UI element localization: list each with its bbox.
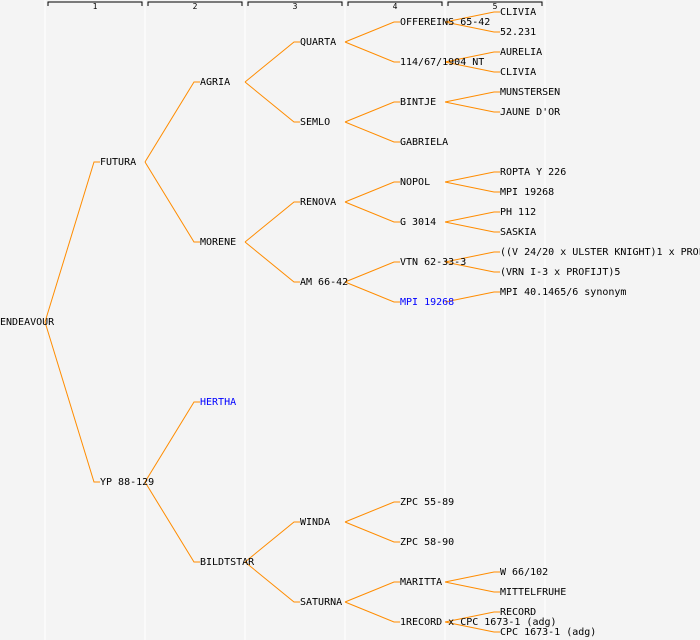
pedigree-node: SATURNA	[300, 597, 342, 608]
pedigree-node: MPI 40.1465/6 synonym	[500, 287, 626, 298]
pedigree-node: VTN 62-33-3	[400, 257, 466, 268]
pedigree-node: MITTELFRUHE	[500, 587, 566, 598]
pedigree-node: G 3014	[400, 217, 436, 228]
generation-number: 2	[193, 2, 198, 11]
pedigree-labels: ENDEAVOUR FUTURA AGRIA QUARTA OFFEREINS 65-4…	[0, 7, 700, 638]
pedigree-node: BINTJE	[400, 97, 436, 108]
pedigree-connector	[444, 101, 500, 113]
pedigree-connector	[444, 11, 500, 23]
pedigree-node: RECORD	[500, 607, 536, 618]
pedigree-connector	[144, 401, 200, 483]
pedigree-connector	[344, 601, 400, 623]
pedigree-connector	[344, 521, 400, 543]
pedigree-node: ZPC 58-90	[400, 537, 454, 548]
pedigree-connector	[444, 291, 500, 303]
pedigree-connector	[444, 181, 500, 193]
pedigree-connector	[444, 211, 500, 223]
pedigree-node: OFFEREINS 65-42	[400, 17, 490, 28]
pedigree-node: GABRIELA	[400, 137, 448, 148]
pedigree-node: PH 112	[500, 207, 536, 218]
pedigree-node: MUNSTERSEN	[500, 87, 560, 98]
pedigree-node: AM 66-42	[300, 277, 348, 288]
pedigree-connector	[444, 621, 500, 633]
pedigree-node: ENDEAVOUR	[0, 317, 55, 328]
column-bracket	[147, 1, 243, 6]
generation-number: 1	[93, 2, 98, 11]
pedigree-connector	[44, 161, 100, 323]
pedigree-node: 52.231	[500, 27, 536, 38]
pedigree-connector	[444, 581, 500, 593]
pedigree-node: YP 88-129	[100, 477, 154, 488]
pedigree-connector	[444, 171, 500, 183]
pedigree-node-link[interactable]: MPI 19268	[400, 297, 454, 308]
pedigree-connector	[244, 81, 300, 123]
pedigree-node: NOPOL	[400, 177, 430, 188]
pedigree-connector	[444, 221, 500, 233]
pedigree-node: MORENE	[200, 237, 236, 248]
pedigree-connector	[344, 181, 400, 203]
pedigree-connector	[44, 321, 100, 483]
pedigree-node: CPC 1673-1 (adg)	[500, 627, 596, 638]
column-bracket	[247, 1, 343, 6]
pedigree-node: BILDTSTAR	[200, 557, 255, 568]
pedigree-connector	[344, 581, 400, 603]
pedigree-connector	[344, 101, 400, 123]
column-separators	[44, 0, 546, 640]
column-bracket	[347, 1, 443, 6]
generation-number: 4	[393, 2, 398, 11]
pedigree-connector	[444, 21, 500, 33]
pedigree-connector	[344, 21, 400, 43]
pedigree-connector	[444, 61, 500, 73]
pedigree-node: ZPC 55-89	[400, 497, 454, 508]
pedigree-node: WINDA	[300, 517, 330, 528]
pedigree-connector	[344, 201, 400, 223]
pedigree-connector	[444, 91, 500, 103]
pedigree-node: SASKIA	[500, 227, 536, 238]
pedigree-connector	[344, 121, 400, 143]
pedigree-connector	[344, 281, 400, 303]
pedigree-connector	[244, 201, 300, 243]
pedigree-connector	[144, 481, 200, 563]
pedigree-connector	[444, 611, 500, 623]
pedigree-connector	[344, 261, 400, 283]
column-bracket	[447, 1, 543, 6]
pedigree-node: AGRIA	[200, 77, 230, 88]
pedigree-node: RENOVA	[300, 197, 336, 208]
column-bracket	[47, 1, 143, 6]
pedigree-connector	[244, 241, 300, 283]
pedigree-connector	[344, 41, 400, 63]
pedigree-connector	[444, 251, 500, 263]
pedigree-node: CLIVIA	[500, 67, 536, 78]
pedigree-connector	[444, 571, 500, 583]
pedigree-node: CLIVIA	[500, 7, 536, 18]
pedigree-connector	[244, 521, 300, 563]
generation-number: 5	[493, 2, 498, 11]
pedigree-node: JAUNE D'OR	[500, 107, 561, 118]
pedigree-node: W 66/102	[500, 567, 548, 578]
pedigree-connector	[444, 51, 500, 63]
pedigree-node: ROPTA Y 226	[500, 167, 566, 178]
pedigree-connector	[344, 501, 400, 523]
pedigree-connector	[144, 81, 200, 163]
generation-number: 3	[293, 2, 298, 11]
pedigree-connector	[244, 561, 300, 603]
generation-headers: 1 2 3 4 5	[47, 1, 543, 11]
pedigree-lines	[44, 11, 500, 633]
pedigree-node: FUTURA	[100, 157, 136, 168]
pedigree-connector	[144, 161, 200, 243]
pedigree-node: ((V 24/20 x ULSTER KNIGHT)1 x PROFIJT)	[500, 247, 700, 258]
pedigree-node: MPI 19268	[500, 187, 554, 198]
pedigree-node: SEMLO	[300, 117, 330, 128]
pedigree-node: QUARTA	[300, 37, 336, 48]
pedigree-connector	[244, 41, 300, 83]
pedigree-node: 1RECORD x CPC 1673-1 (adg)	[400, 617, 557, 628]
pedigree-node-link[interactable]: HERTHA	[200, 397, 236, 408]
pedigree-node: MARITTA	[400, 577, 442, 588]
pedigree-connector	[444, 261, 500, 273]
pedigree-node: 114/67/1904 NT	[400, 57, 484, 68]
pedigree-node: AURELIA	[500, 47, 542, 58]
pedigree-node: (VRN I-3 x PROFIJT)5	[500, 267, 620, 278]
